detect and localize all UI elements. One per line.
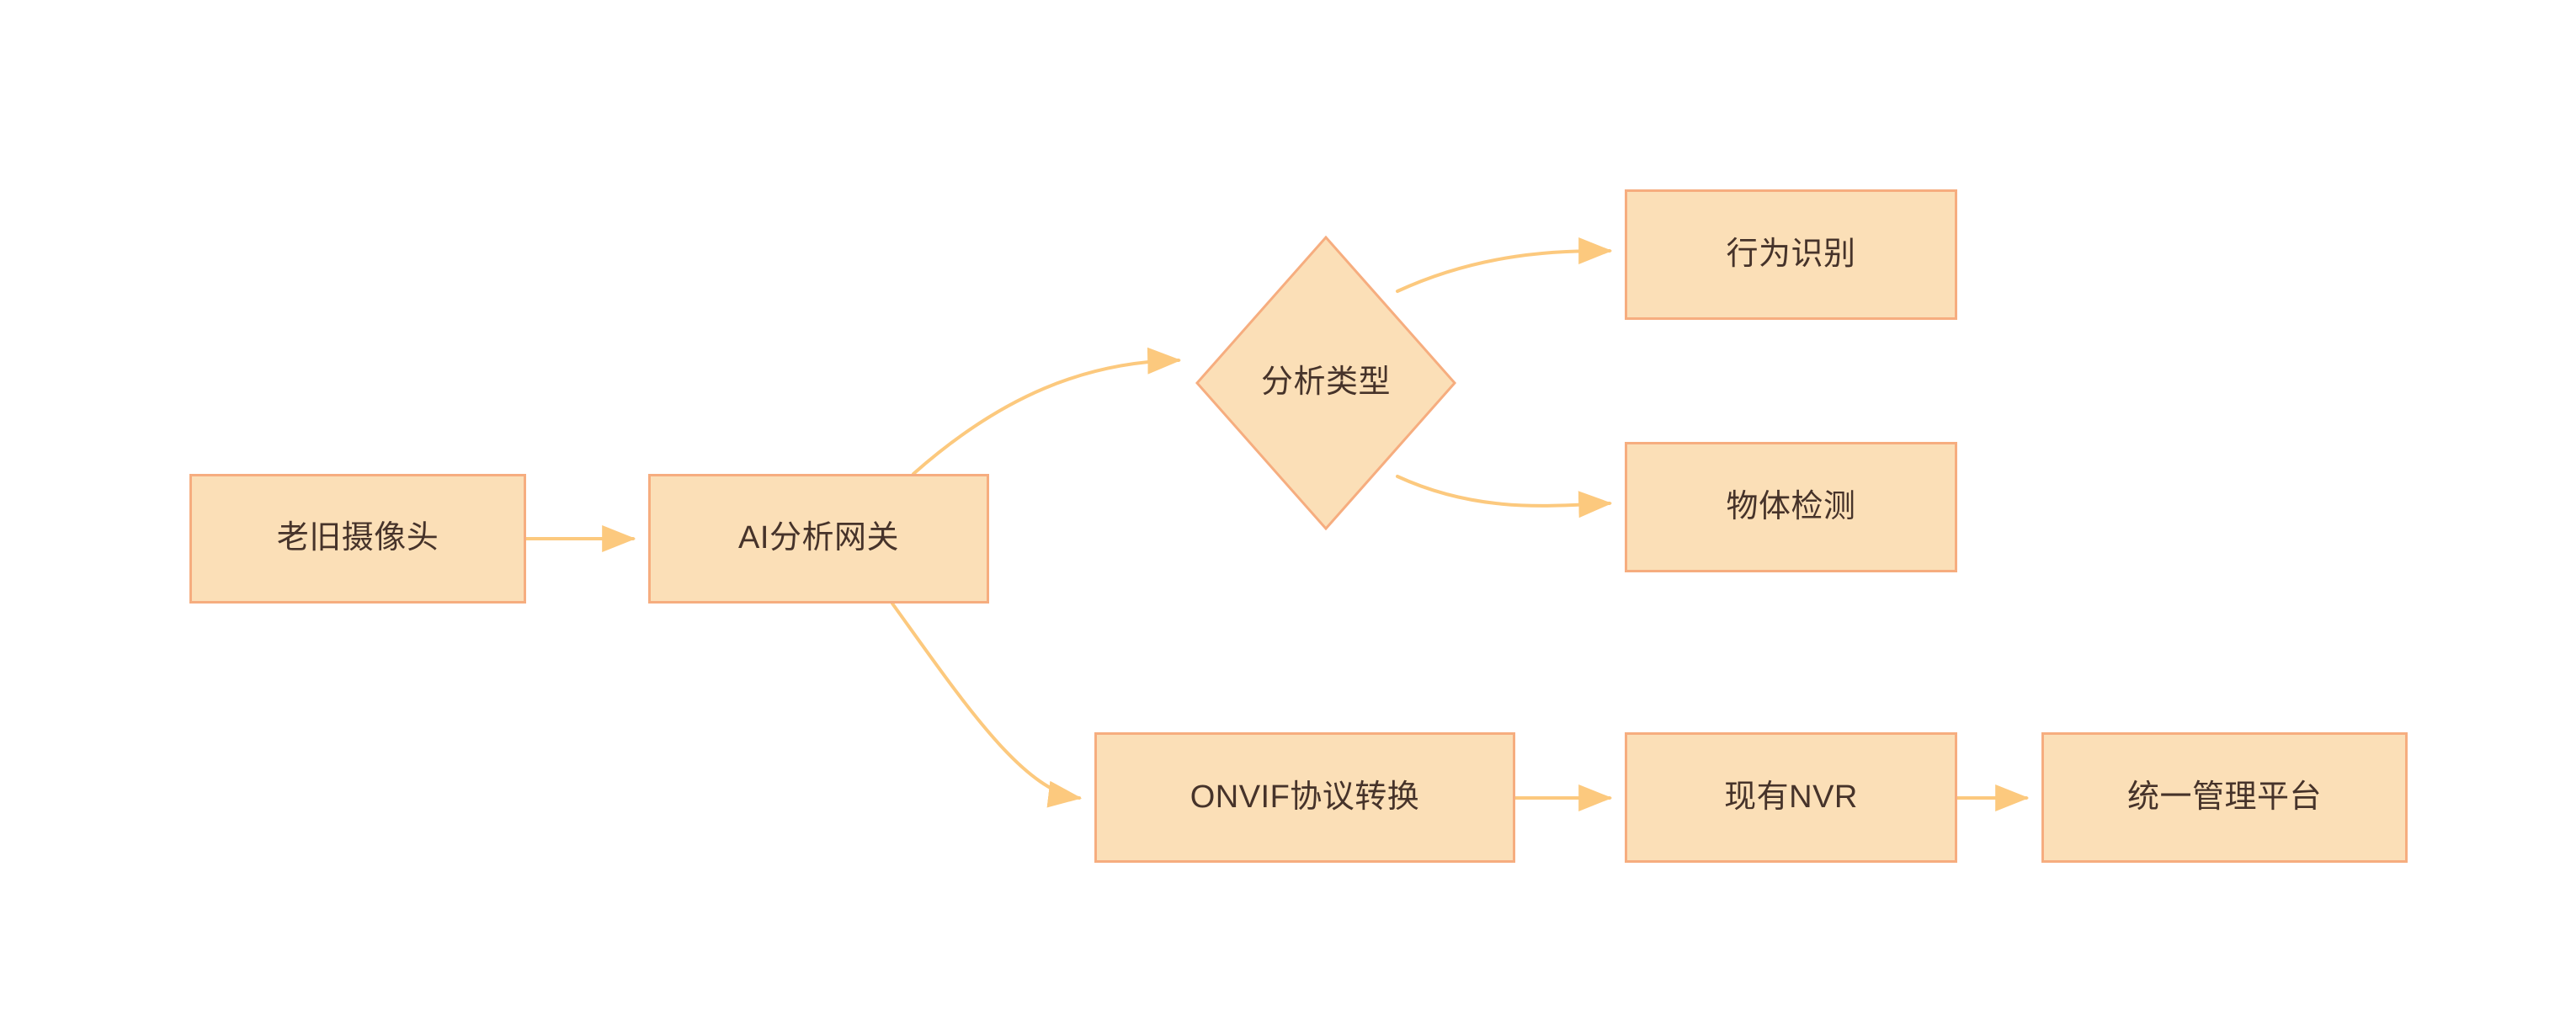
edge-analysis-type-to-behavior-recognition — [1396, 237, 1613, 293]
node-label-legacy-camera: 老旧摄像头 — [276, 520, 439, 556]
node-label-analysis-type: 分析类型 — [1260, 364, 1391, 401]
edge-ai-gateway-to-onvif-conversion — [891, 602, 1083, 808]
node-onvif-conversion[interactable]: ONVIF协议转换 — [1094, 732, 1515, 863]
edge-ai-gateway-to-analysis-type — [912, 347, 1182, 476]
node-unified-platform[interactable]: 统一管理平台 — [2041, 732, 2408, 863]
node-existing-nvr[interactable]: 现有NVR — [1625, 732, 1957, 863]
node-label-object-detection: 物体检测 — [1726, 488, 1856, 524]
node-label-ai-gateway: AI分析网关 — [738, 520, 899, 556]
node-label-existing-nvr: 现有NVR — [1724, 779, 1858, 815]
node-label-onvif-conversion: ONVIF协议转换 — [1190, 779, 1420, 815]
diamond-shape — [1195, 236, 1456, 530]
node-behavior-recognition[interactable]: 行为识别 — [1625, 189, 1957, 320]
edge-analysis-type-to-object-detection — [1396, 475, 1613, 518]
edges-group — [524, 237, 2030, 811]
node-legacy-camera[interactable]: 老旧摄像头 — [189, 474, 526, 604]
node-label-unified-platform: 统一管理平台 — [2126, 779, 2322, 815]
node-object-detection[interactable]: 物体检测 — [1625, 442, 1957, 572]
node-analysis-type[interactable]: 分析类型 — [1195, 236, 1456, 530]
node-ai-gateway[interactable]: AI分析网关 — [648, 474, 989, 604]
node-label-behavior-recognition: 行为识别 — [1726, 236, 1856, 272]
